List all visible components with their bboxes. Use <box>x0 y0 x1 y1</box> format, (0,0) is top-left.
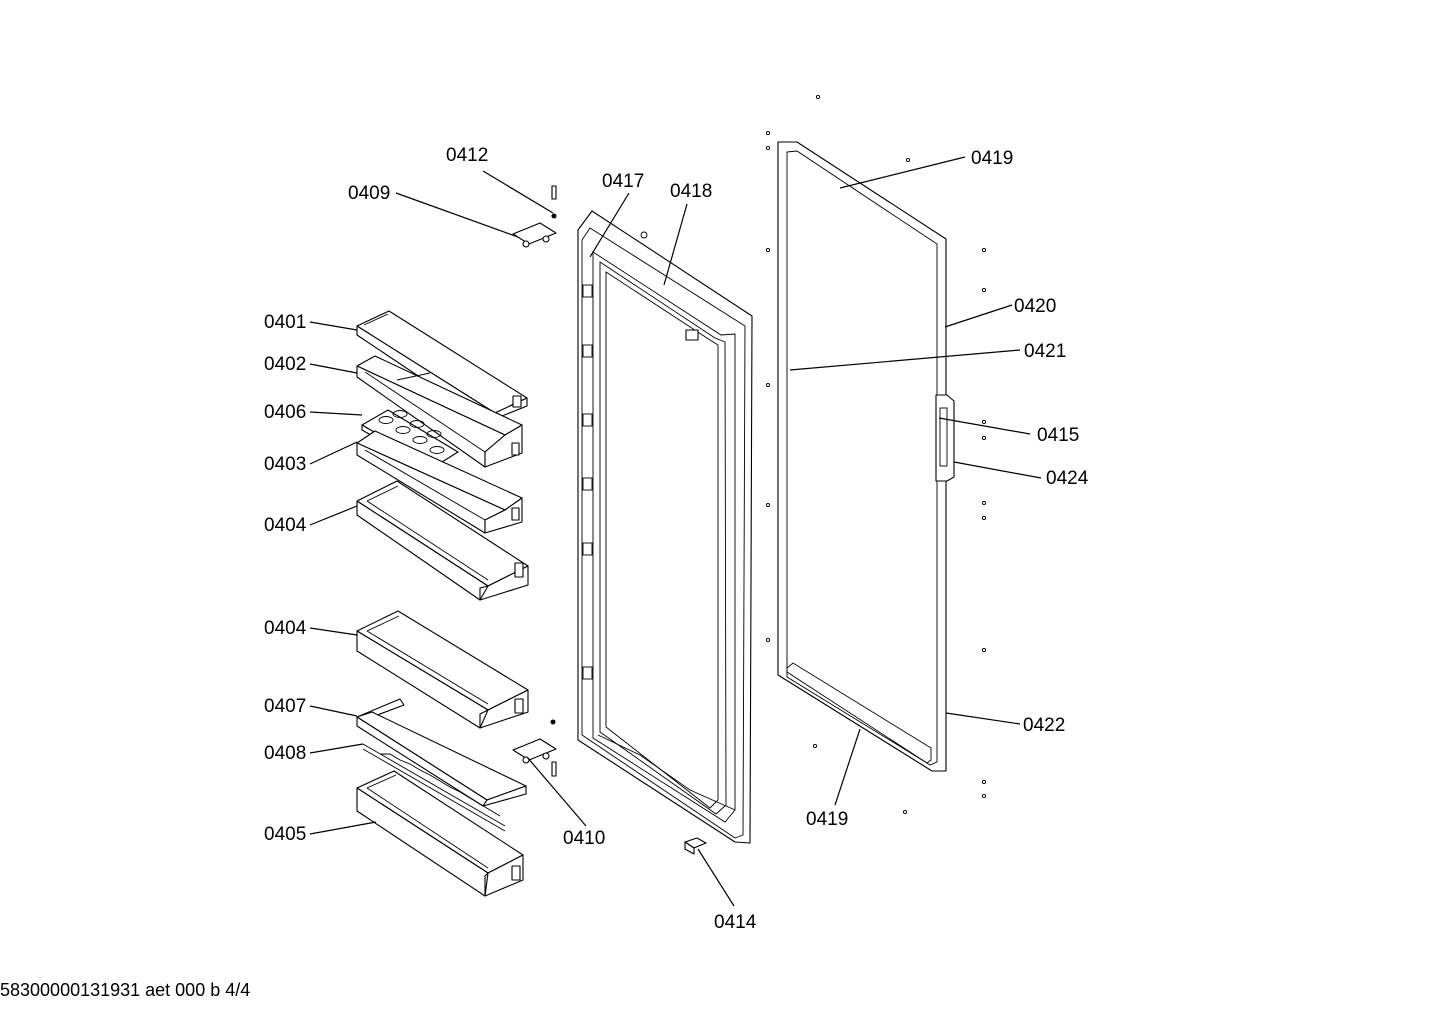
label-0422: 0422 <box>1023 715 1065 736</box>
label-0408: 0408 <box>264 743 306 764</box>
label-0403: 0403 <box>264 454 306 475</box>
label-0407: 0407 <box>264 696 306 717</box>
label-0424: 0424 <box>1046 468 1089 489</box>
leader-lines <box>309 156 1042 907</box>
label-0406: 0406 <box>264 402 306 423</box>
document-id: 58300000131931 aet 000 b 4/4 <box>0 980 251 1000</box>
door-shelf-0404-upper <box>356 480 529 601</box>
label-0419-bottom: 0419 <box>806 809 848 830</box>
clip-0414 <box>684 837 707 855</box>
shelf-strip-0407 <box>356 698 527 807</box>
label-0404-lower: 0404 <box>264 618 307 639</box>
shelf-strip-0408 <box>362 743 506 832</box>
label-0418: 0418 <box>670 181 712 202</box>
label-0402: 0402 <box>264 354 306 375</box>
door-shelf-0403 <box>356 430 523 534</box>
label-0410: 0410 <box>563 828 605 849</box>
hinge-bottom-0410 <box>512 719 557 777</box>
label-0420: 0420 <box>1014 296 1056 317</box>
label-0414: 0414 <box>714 912 757 933</box>
label-0417: 0417 <box>602 171 644 192</box>
label-0404-upper: 0404 <box>264 515 307 536</box>
label-0415: 0415 <box>1037 425 1079 446</box>
label-0401: 0401 <box>264 312 306 333</box>
door-shelf-0405 <box>356 770 524 897</box>
door-liner-0418 <box>577 210 753 844</box>
label-0421: 0421 <box>1024 341 1066 362</box>
label-0405: 0405 <box>264 824 306 845</box>
label-0412: 0412 <box>446 145 488 166</box>
door-shelf-0402 <box>356 355 523 468</box>
door-shelf-0404-lower <box>356 610 529 729</box>
hinge-top-0409 <box>512 185 557 248</box>
door-panel-0419 <box>765 94 987 815</box>
label-0409: 0409 <box>348 183 390 204</box>
label-0419-top: 0419 <box>971 148 1013 169</box>
